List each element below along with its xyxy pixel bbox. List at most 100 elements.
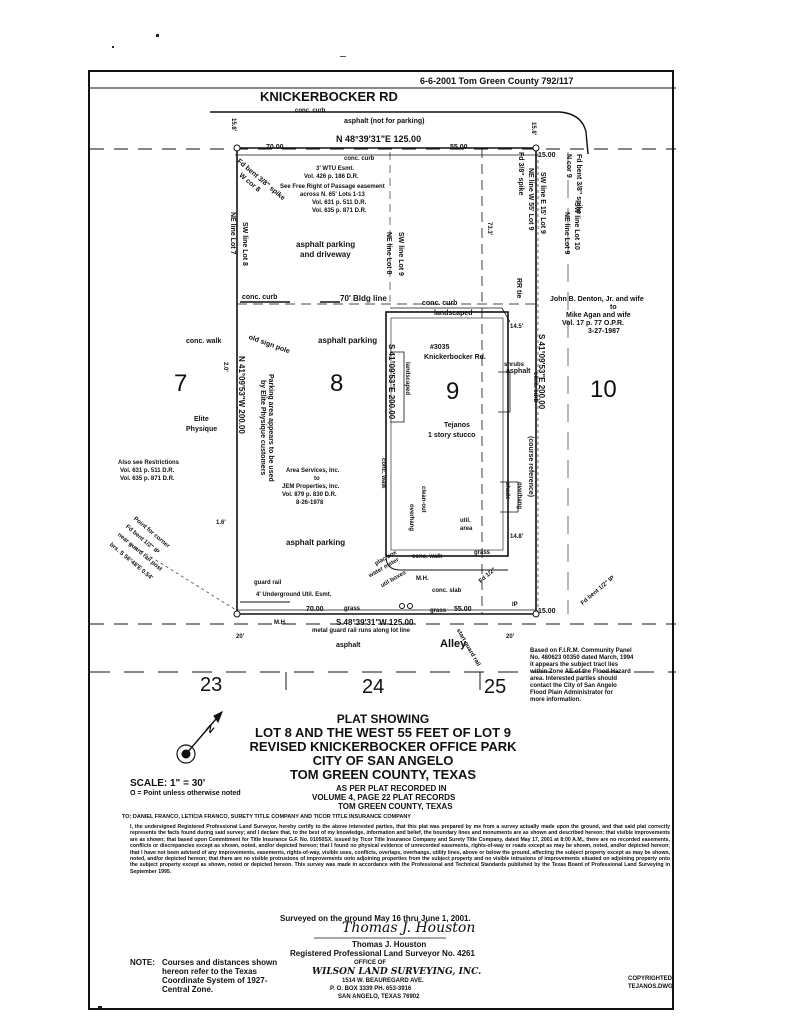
surveyor-signature: Thomas J. Houston <box>342 920 476 936</box>
office-of: OFFICE OF <box>354 960 386 966</box>
free-row-1: See Free Right of Passage easement <box>280 184 385 190</box>
firm-2: No. 480623 00350 dated March, 1994 <box>530 655 634 661</box>
dim-73: 73.3' <box>486 222 492 236</box>
rr-tie: RR tie <box>515 278 522 299</box>
mh-2: M.H. <box>274 620 287 626</box>
conc-curb-bldg-label: conc. curb <box>422 300 458 307</box>
title-line-1: PLAT SHOWING <box>336 712 430 726</box>
record-line-2: VOLUME 4, PAGE 22 PLAT RECORDS <box>312 793 456 802</box>
asphalt-parking-driveway-1: asphalt parking <box>296 240 356 249</box>
conc-walk-vertical: conc. walk <box>380 458 386 489</box>
firm-7: Flood Plain Administrator for <box>530 690 613 696</box>
lot-8-number: 8 <box>330 370 344 397</box>
landscaped-top: landscaped <box>434 310 473 317</box>
firm-1: Based on F.I.R.M. Community Panel <box>530 648 632 654</box>
denton-2: to <box>610 304 617 311</box>
asphalt-right: asphalt <box>506 368 531 375</box>
title-line-3: REVISED KNICKERBOCKER OFFICE PARK <box>249 739 517 754</box>
dim-15-8-right: 15.8' <box>530 122 536 136</box>
grass-bottom-2: grass <box>430 608 447 614</box>
record-line-1: AS PER PLAT RECORDED IN <box>336 784 447 793</box>
road-name: KNICKERBOCKER RD <box>260 89 398 104</box>
overhang-left: overhang <box>408 504 414 532</box>
plat-sheet: 6-6-2001 Tom Green County 792/117 KNICKE… <box>88 70 676 1010</box>
note-label: NOTE: <box>130 958 155 967</box>
asphalt-parking-driveway-2: and driveway <box>300 250 351 259</box>
surveyor-name: Thomas J. Houston <box>352 940 427 949</box>
dim-15-bottom: 15.00 <box>538 608 556 615</box>
alley-label: Alley <box>440 638 467 650</box>
sw-line-e15: SW line E 15' Lot 9 <box>539 172 546 234</box>
shade: shade <box>504 482 510 500</box>
bearing-bottom: S 48°39'31"W 125.00 <box>336 618 414 627</box>
note-line-2: hereon refer to the Texas <box>162 967 257 976</box>
dim-15-8-left: 15.8' <box>230 118 236 132</box>
area-3: JEM Properties, Inc. <box>282 484 340 490</box>
landscaped-vertical: landscaped <box>404 362 410 396</box>
conc-curb-left-label: conc. curb <box>242 294 278 301</box>
ne-line-lot8: NE line Lot 8 <box>385 232 392 275</box>
bearing-left: N 41°09'53"W 200.00 <box>237 356 246 434</box>
guard-rail-note: metal guard rail runs along lot line <box>312 628 411 634</box>
address-number: #3035 <box>430 344 450 351</box>
denton-5: 3-27-1987 <box>588 328 620 335</box>
area-1: Area Services, Inc. <box>286 468 340 474</box>
mh-1: M.H. <box>416 576 429 582</box>
copyright-1: COPYRIGHTED <box>628 976 673 982</box>
utu-easement: 3' WTU Esmt. <box>316 166 355 172</box>
dim-55-top: 55.00 <box>450 144 468 151</box>
firm-4: within Zone AE of the Flood Hazard <box>530 669 631 675</box>
certificate-body: I, the undersigned Registered Profession… <box>130 824 670 875</box>
company-address-1: 1514 W. BEAUREGARD AVE. <box>342 978 424 984</box>
dim-14-8: 14.8' <box>510 534 524 540</box>
firm-3: it appears the subject tract lies <box>530 662 619 668</box>
copyright-2: TEJANOS.DWG <box>628 984 673 990</box>
note-line-4: Central Zone. <box>162 985 214 994</box>
util-area-1: util. <box>460 518 471 524</box>
company-address-3: SAN ANGELO, TEXAS 76902 <box>338 994 420 1000</box>
ne-line-w55: NE line W 55' Lot 9 <box>527 168 534 231</box>
lot-23-number: 23 <box>200 674 223 696</box>
dim-20-left: 20' <box>236 634 245 640</box>
course-reference: (course reference) <box>527 436 534 498</box>
note-line-1: Courses and distances shown <box>162 958 278 967</box>
guard-rail: guard rail <box>254 580 282 586</box>
surveyor-registration: Registered Professional Land Surveyor No… <box>290 949 475 958</box>
conc-curb-mid-label: conc. curb <box>344 156 375 162</box>
conc-slab: conc. slab <box>432 588 462 594</box>
asphalt-not-parking-label: asphalt (not for parking) <box>344 118 425 125</box>
restrict-1: Also see Restrictions <box>118 460 180 466</box>
title-line-2: LOT 8 AND THE WEST 55 FEET OF LOT 9 <box>255 725 511 740</box>
fd-38-spike: Fd 3/8" spike <box>517 152 524 196</box>
sw-line-lot9: SW line Lot 9 <box>397 232 404 276</box>
title-line-5: TOM GREEN COUNTY, TEXAS <box>289 767 477 782</box>
free-row-4: Vol. 635 p. 871 D.R. <box>312 208 367 214</box>
record-line-3: TOM GREEN COUNTY, TEXAS <box>338 802 453 811</box>
sw-line-lot10: SW line Lot 10 <box>573 202 580 250</box>
firm-6: contact the City of San Angelo <box>530 683 617 689</box>
sw-line-lot8: SW line Lot 8 <box>241 222 248 266</box>
lot-9-number: 9 <box>446 378 460 405</box>
free-row-3: Vol. 631 p. 511 D.R. <box>312 200 367 206</box>
tejanos-name: Tejanos <box>444 422 470 429</box>
company-name: WILSON LAND SURVEYING, INC. <box>312 967 482 977</box>
parking-area-1: Parking area appears to be used <box>267 374 274 482</box>
dim-55-bottom: 55.00 <box>454 606 472 613</box>
grass-low: grass <box>474 550 491 556</box>
area-2: to <box>314 476 320 482</box>
note-line-3: Coordinate System of 1927- <box>162 976 268 985</box>
dim-2-0: 2.0' <box>222 362 228 372</box>
tejanos-desc: 1 story stucco <box>428 432 476 439</box>
n-cor-9: N cor 9 <box>565 154 572 178</box>
dim-70-top: 70.00 <box>266 144 284 151</box>
surveyed-date: Surveyed on the ground May 16 thru June … <box>280 914 471 923</box>
overhang-right: overhang <box>516 482 522 510</box>
ne-line-lot9: NE line Lot 9 <box>563 212 570 255</box>
dim-20-right: 20' <box>506 634 515 640</box>
restrict-2: Vol. 631 p. 511 D.R. <box>120 468 175 474</box>
denton-4: Vol. 17 p. 77 O.P.R. <box>562 320 624 327</box>
asphalt-parking-low: asphalt parking <box>286 538 346 547</box>
denton-1: John B. Denton, Jr. and wife <box>550 296 644 303</box>
point-note: O = Point unless otherwise noted <box>130 790 241 797</box>
shrubs: shrubs <box>504 362 525 368</box>
